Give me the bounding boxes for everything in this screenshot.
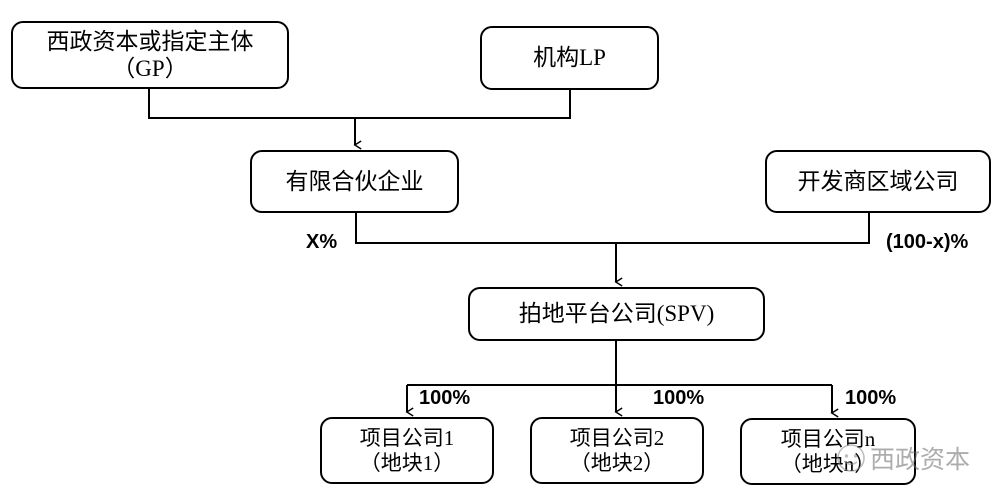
node-label-line1: 拍地平台公司(SPV) [518,301,715,327]
node-label-line1: 开发商区域公司 [797,168,959,194]
edge-label-project2-percent: 100% [653,387,705,409]
node-project-company-n[interactable]: 项目公司n （地块n） [740,418,916,485]
node-label-line1: 有限合伙企业 [285,168,424,194]
edge-spv-to-projects [405,341,839,418]
edge-label-project1-percent: 100% [419,387,471,409]
edge-label-hundred-minus-x-percent: (100-x)% [886,231,969,253]
node-label-line2: （地块n） [780,451,876,476]
node-label-line1: 机构LP [533,45,606,71]
node-label-line1: 项目公司n [780,426,876,451]
node-label-line2: （地块1） [359,450,455,475]
node-label-line1: 项目公司2 [569,425,665,450]
node-land-bidding-platform-spv[interactable]: 拍地平台公司(SPV) [468,287,765,341]
node-label-line2: （GP） [112,56,188,81]
edge-partnership-developer-to-spv [355,213,870,287]
node-label-line2: （地块2） [569,450,665,475]
edge-gp-lp-to-partnership [148,89,571,150]
node-developer-regional-company[interactable]: 开发商区域公司 [765,150,991,213]
node-limited-partnership[interactable]: 有限合伙企业 [250,150,459,213]
edge-label-projectn-percent: 100% [845,387,897,409]
node-project-company-2[interactable]: 项目公司2 （地块2） [530,417,704,484]
node-label-line1: 西政资本或指定主体 [46,28,254,54]
edge-label-x-percent: X% [306,231,338,253]
node-label-line1: 项目公司1 [359,425,455,450]
node-project-company-1[interactable]: 项目公司1 （地块1） [320,417,494,484]
node-xizheng-capital-gp[interactable]: 西政资本或指定主体 （GP） [11,21,289,89]
node-institutional-lp[interactable]: 机构LP [480,26,659,90]
